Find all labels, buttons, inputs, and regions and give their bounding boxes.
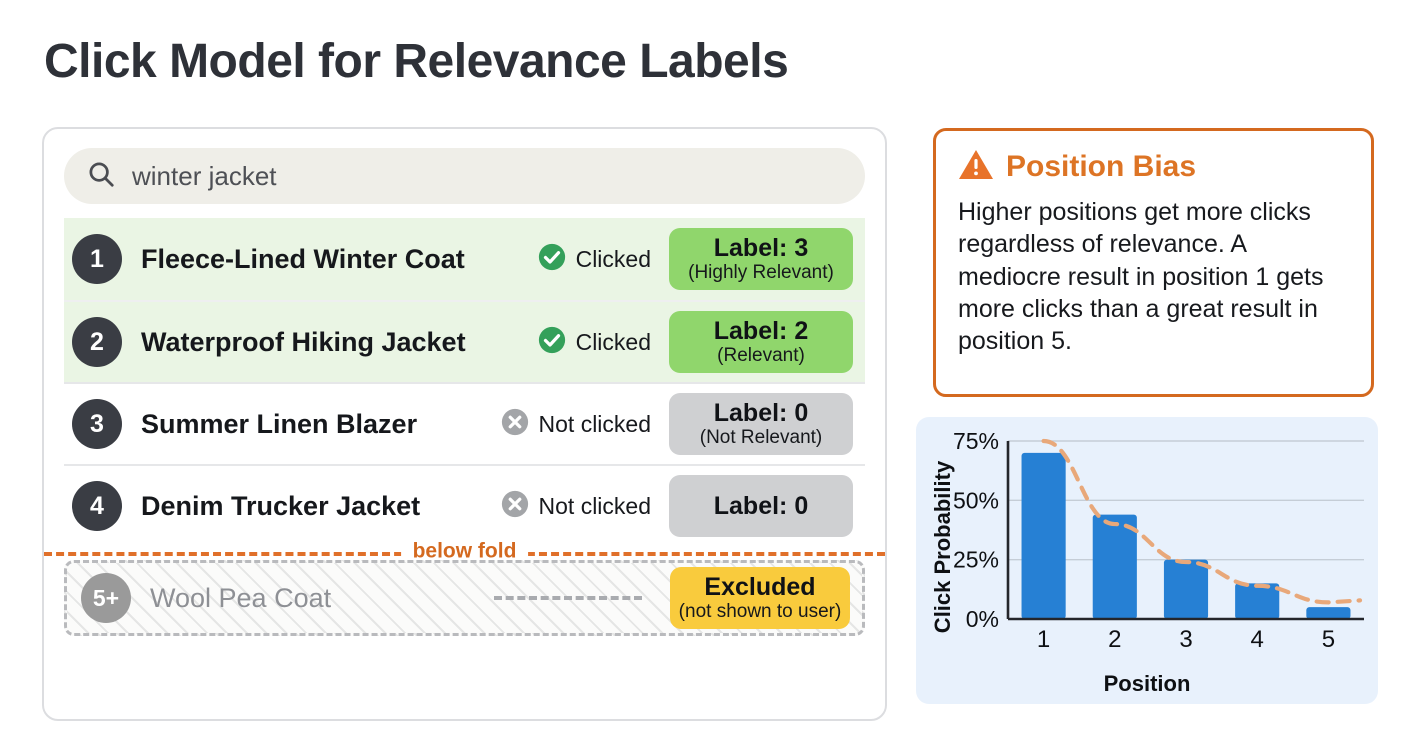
result-title: Wool Pea Coat	[150, 582, 332, 613]
chart-bars	[1021, 452, 1351, 619]
excluded-result-row: 5+ Wool Pea Coat Excluded (not shown to …	[64, 560, 865, 636]
svg-text:50%: 50%	[954, 487, 999, 513]
relevance-label-value: Label: 0	[713, 398, 809, 427]
excluded-label-value: Excluded	[704, 572, 816, 601]
click-status-label: Not clicked	[538, 410, 651, 437]
result-title: Denim Trucker Jacket	[141, 490, 421, 521]
result-title: Fleece-Lined Winter Coat	[141, 243, 465, 274]
chart-axis-lines	[1006, 441, 1364, 621]
check-circle-icon	[537, 242, 567, 277]
click-probability-chart-panel: Click Probability 0% 25% 50% 75% 1 2 3 4 5 Posi…	[916, 417, 1378, 704]
click-status-label: Clicked	[575, 245, 651, 272]
svg-text:5: 5	[1322, 626, 1335, 653]
result-row[interactable]: 3 Summer Linen Blazer Not clicked Label:…	[64, 382, 865, 464]
click-status: Clicked	[537, 242, 651, 277]
svg-text:3: 3	[1179, 626, 1192, 653]
fold-label: below fold	[400, 539, 529, 564]
page-title: Click Model for Relevance Labels	[44, 35, 789, 88]
result-title: Waterproof Hiking Jacket	[141, 326, 466, 357]
chart-x-tick-labels: 1 2 3 4 5	[1037, 626, 1335, 653]
excluded-label-desc: (not shown to user)	[678, 600, 842, 622]
relevance-label-value: Label: 3	[713, 233, 809, 262]
bar-chart: 0% 25% 50% 75% 1 2 3 4 5	[954, 428, 1364, 653]
relevance-label-chip: Label: 3 (Highly Relevant)	[669, 228, 853, 290]
check-circle-icon	[537, 325, 567, 360]
relevance-label-desc: (Not Relevant)	[699, 426, 823, 448]
result-row[interactable]: 2 Waterproof Hiking Jacket Clicked Label…	[64, 300, 865, 382]
x-circle-icon	[500, 407, 530, 442]
rank-badge: 1	[72, 234, 122, 284]
results-list: 1 Fleece-Lined Winter Coat Clicked Label…	[44, 218, 885, 636]
search-bar[interactable]: winter jacket	[64, 148, 865, 204]
svg-text:0%: 0%	[966, 606, 999, 632]
relevance-label-desc: (Highly Relevant)	[688, 261, 834, 283]
svg-text:25%: 25%	[954, 547, 999, 573]
rank-badge: 2	[72, 317, 122, 367]
chart-x-axis-label: Position	[1103, 671, 1191, 696]
callout-title: Position Bias	[1006, 150, 1197, 183]
relevance-label-chip: Label: 0 (Not Relevant)	[669, 393, 853, 455]
search-query-text: winter jacket	[132, 160, 277, 191]
relevance-label-desc: (Relevant)	[717, 344, 805, 366]
click-status: Not clicked	[500, 407, 651, 442]
result-row[interactable]: 4 Denim Trucker Jacket Not clicked Label…	[64, 464, 865, 546]
svg-text:1: 1	[1037, 626, 1050, 653]
click-status-placeholder	[494, 596, 642, 600]
x-circle-icon	[500, 489, 530, 524]
rank-badge: 4	[72, 481, 122, 531]
chart-y-axis-label-text: Click Probability	[930, 460, 956, 633]
position-bias-callout: Position Bias Higher positions get more …	[933, 128, 1374, 397]
rank-badge: 3	[72, 399, 122, 449]
relevance-label-value: Label: 0	[713, 491, 809, 520]
click-status-label: Not clicked	[538, 492, 651, 519]
svg-text:2: 2	[1108, 626, 1121, 653]
rank-badge: 5+	[81, 573, 131, 623]
warning-triangle-icon	[958, 148, 994, 186]
search-icon	[86, 159, 116, 194]
result-title: Summer Linen Blazer	[141, 408, 418, 439]
callout-body: Higher positions get more clicks regardl…	[958, 198, 1324, 355]
chart-trend-curve	[1041, 438, 1363, 605]
relevance-label-value: Label: 2	[713, 316, 809, 345]
callout-header: Position Bias	[958, 148, 1349, 186]
relevance-label-chip: Label: 2 (Relevant)	[669, 311, 853, 373]
chart-y-tick-labels: 0% 25% 50% 75%	[954, 428, 999, 632]
svg-text:4: 4	[1251, 626, 1264, 653]
excluded-label-chip: Excluded (not shown to user)	[670, 567, 850, 629]
result-row[interactable]: 1 Fleece-Lined Winter Coat Clicked Label…	[64, 218, 865, 300]
relevance-label-chip: Label: 0	[669, 475, 853, 537]
click-status: Not clicked	[500, 489, 651, 524]
serp-card: winter jacket 1 Fleece-Lined Winter Coat…	[42, 127, 887, 721]
click-status: Clicked	[537, 325, 651, 360]
click-status-label: Clicked	[575, 328, 651, 355]
svg-text:75%: 75%	[954, 428, 999, 454]
